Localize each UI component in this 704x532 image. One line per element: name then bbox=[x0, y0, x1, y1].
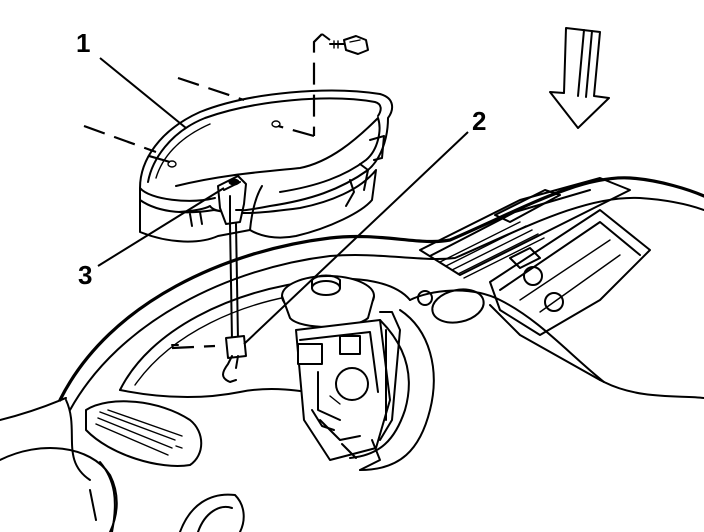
cluster-mechanism bbox=[281, 274, 401, 471]
air-vent-and-switch-module bbox=[419, 177, 651, 383]
fastener-screw bbox=[329, 35, 369, 55]
tether-cable bbox=[222, 223, 247, 383]
install-guide-lines bbox=[83, 33, 331, 164]
leader-lines bbox=[97, 57, 469, 345]
down-arrow-icon bbox=[549, 27, 610, 129]
cluster-bezel bbox=[139, 89, 394, 243]
lower-left-panel bbox=[0, 400, 245, 532]
callout-3: 3 bbox=[78, 260, 92, 290]
callout-1: 1 bbox=[76, 28, 90, 58]
retainer-clip bbox=[217, 175, 247, 225]
callout-2: 2 bbox=[472, 106, 486, 136]
dashboard-panel bbox=[0, 176, 704, 481]
